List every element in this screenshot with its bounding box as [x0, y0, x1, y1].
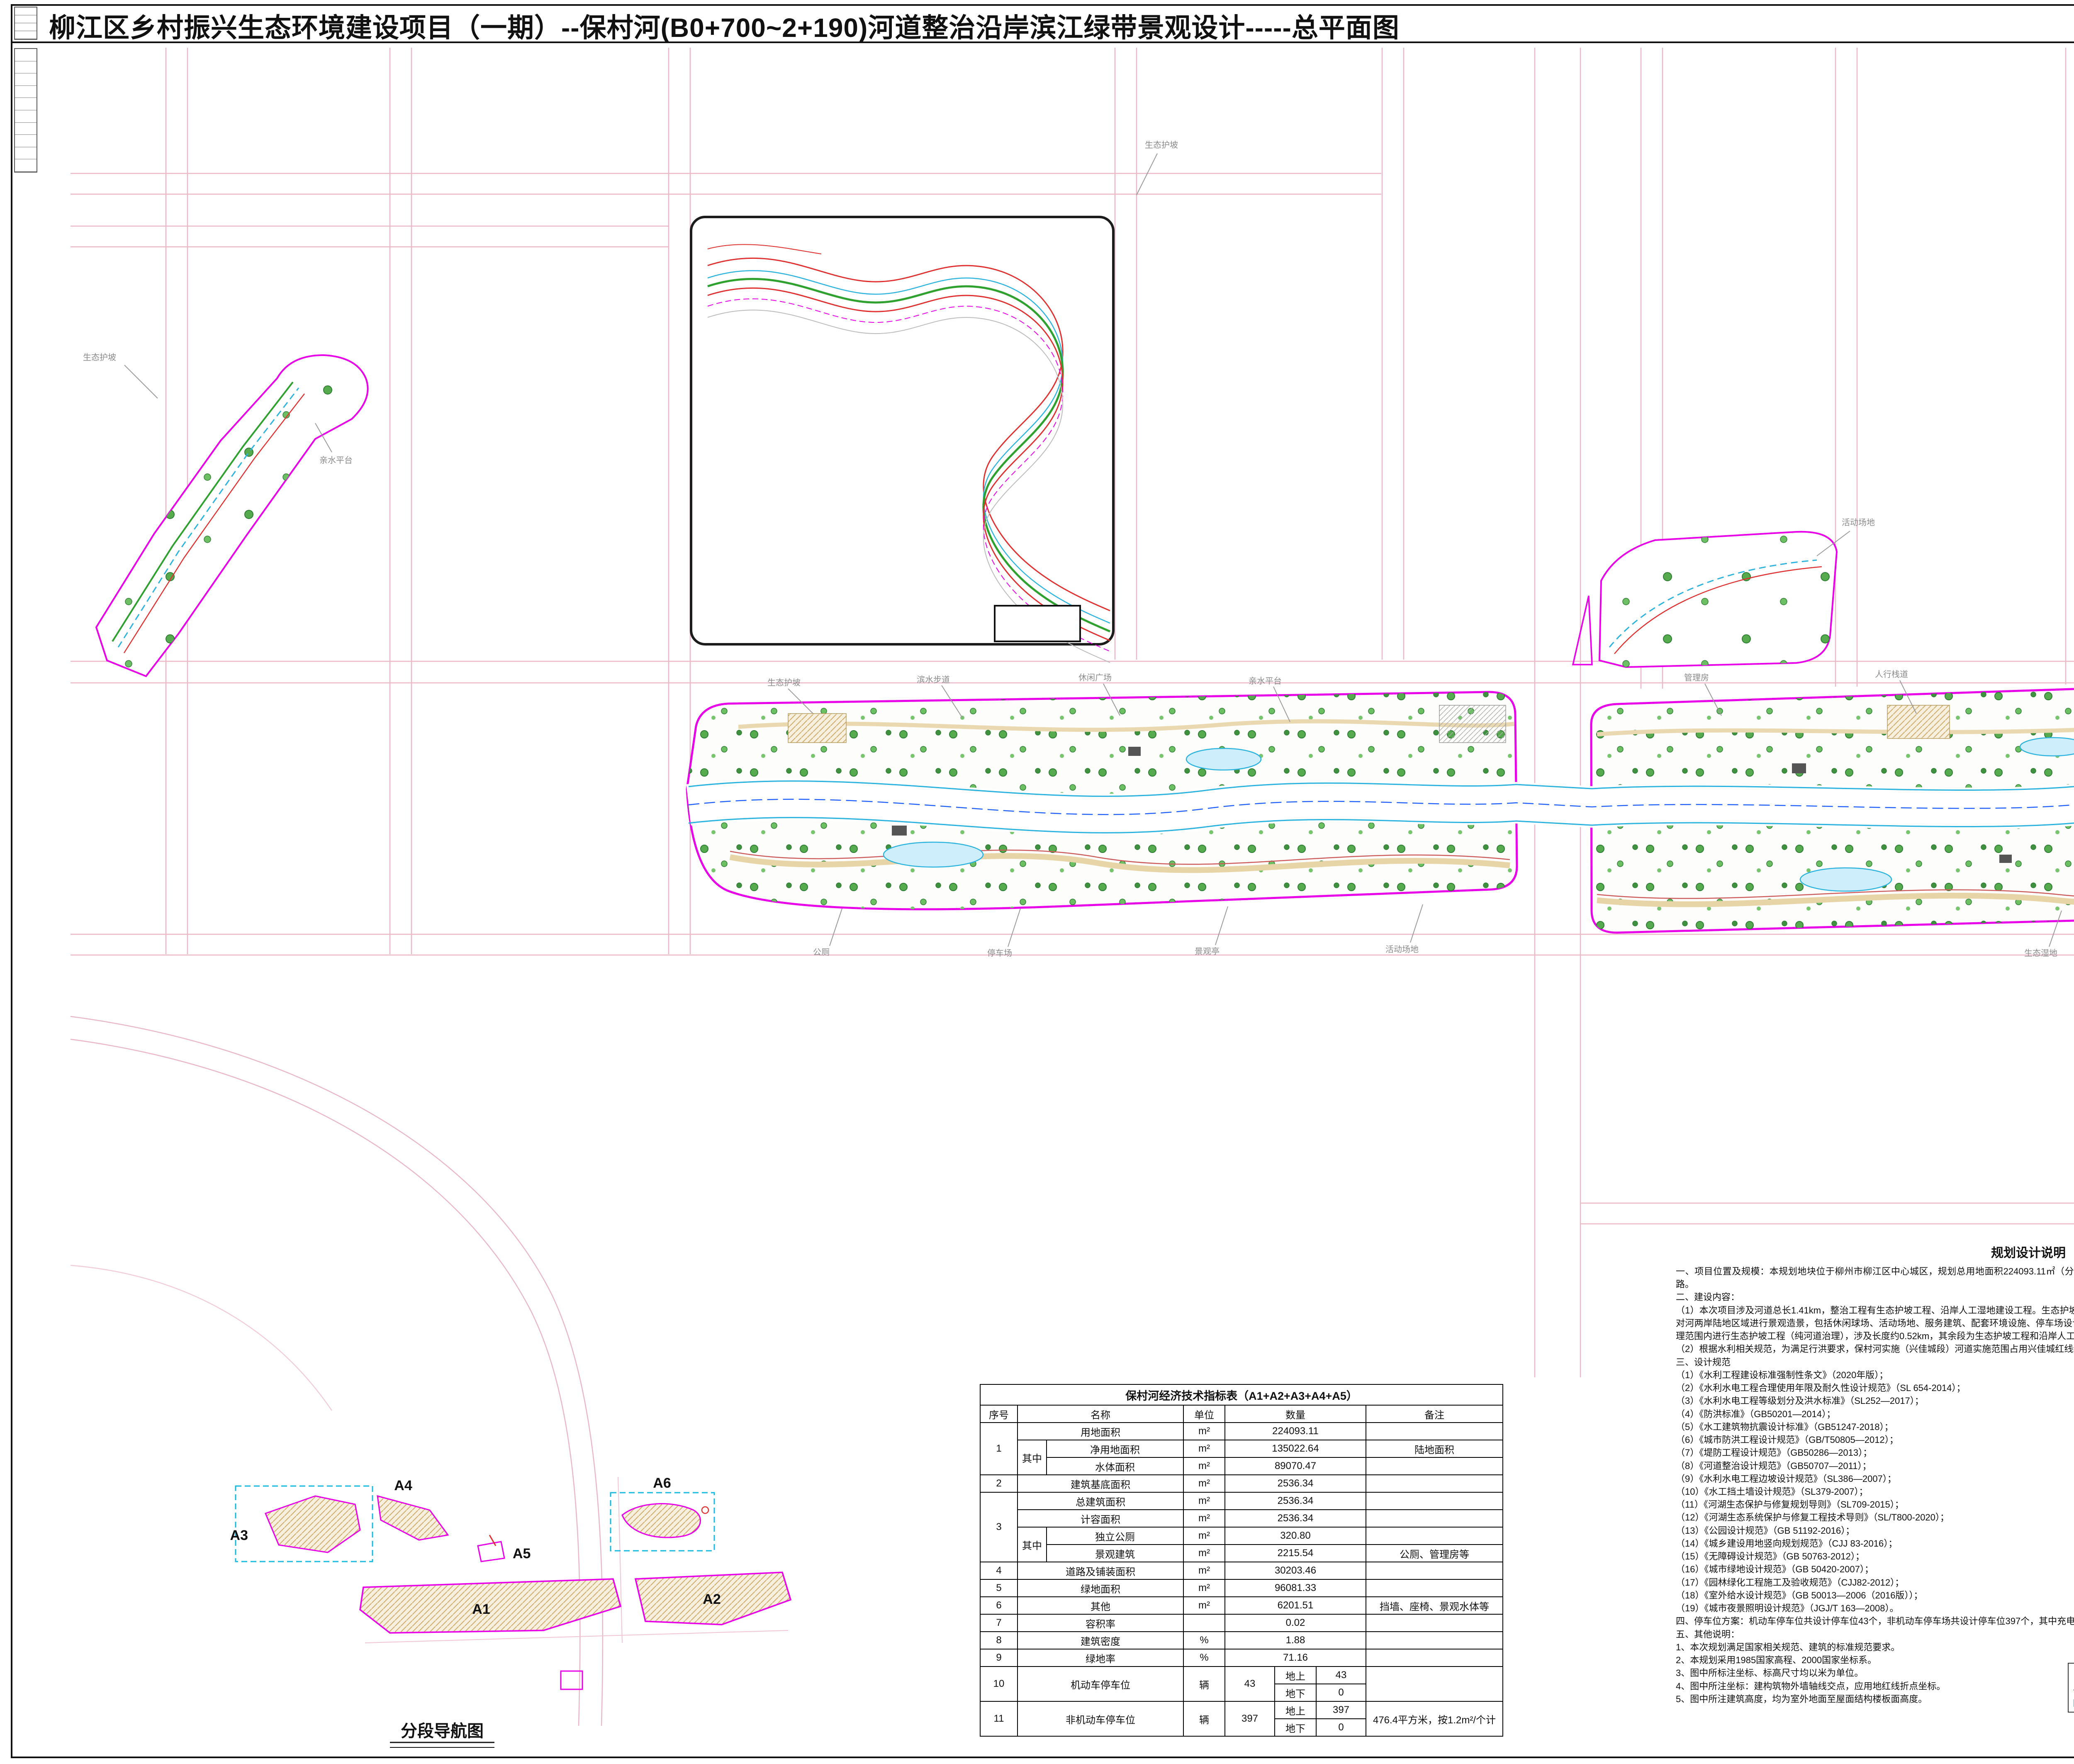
nav-label-a4: A4: [394, 1478, 412, 1494]
table-row: 2 建筑基底面积 m² 2536.34: [980, 1474, 1504, 1493]
svg-text:亲水平台: 亲水平台: [1249, 676, 1282, 686]
nav-label-a6: A6: [653, 1475, 671, 1491]
legend: 图例 用地红线 河道蓝线 绿化种植 园路铺装 景观水体 生态护坡 挡墙 景观建筑: [2068, 1663, 2074, 1713]
svg-text:公厕: 公厕: [813, 948, 830, 957]
nav-label-a3: A3: [230, 1528, 248, 1543]
upper-left-corridor: [95, 354, 369, 677]
svg-text:活动场地: 活动场地: [1385, 945, 1419, 954]
svg-text:生态护坡: 生态护坡: [83, 353, 116, 362]
walkways: [729, 719, 2074, 907]
nav-label-a2: A2: [703, 1591, 721, 1607]
svg-text:休闲广场: 休闲广场: [1078, 673, 1112, 682]
svg-text:生态护坡: 生态护坡: [1145, 140, 1178, 150]
channel-inset: [690, 216, 1115, 663]
svg-text:滨水步道: 滨水步道: [917, 675, 950, 685]
water-features: [883, 737, 2074, 892]
svg-text:生态湿地: 生态湿地: [2024, 948, 2057, 958]
table-row: 5 绿地面积 m² 96081.33: [980, 1579, 1504, 1597]
nav-label-a1: A1: [472, 1601, 490, 1617]
table-row: 地下 0: [980, 1684, 1503, 1702]
planning-notes-title: 规划设计说明: [1991, 1246, 2066, 1260]
table-row: 11 非机动车停车位 辆 397 地上 397 476.4平方米，按1.2m²/…: [980, 1701, 1504, 1737]
svg-text:生态护坡: 生态护坡: [767, 678, 801, 687]
svg-text:管理房: 管理房: [1684, 673, 1709, 682]
sheet-title: 柳江区乡村振兴生态环境建设项目（一期）--保村河(B0+700~2+190)河道…: [49, 13, 1400, 43]
svg-text:亲水平台: 亲水平台: [319, 456, 353, 465]
table-header-row: 序号 名称 单位 数量 备注: [980, 1405, 1504, 1423]
buildings: [892, 747, 2012, 863]
planning-notes-body: 一、项目位置及规模：本规划地块位于柳州市柳江区中心城区，规划总用地面积22409…: [1676, 1266, 2074, 1704]
table-row: 1 用地面积 m² 224093.11: [980, 1422, 1504, 1475]
upper-right-parcel: [1572, 531, 1838, 668]
revision-grid: [14, 48, 37, 173]
table-row: 10 机动车停车位 辆 43 地上 43: [980, 1666, 1504, 1702]
band-east: [1590, 688, 2074, 934]
table-row: 7 容积率 0.02: [980, 1614, 1504, 1632]
table-row: 3 总建筑面积 m² 2536.34: [980, 1492, 1504, 1562]
paving-patches: [788, 705, 1950, 743]
nav-label-a5: A5: [513, 1546, 531, 1562]
nav-map: A3 A4 A5 A6 A1 A2 分段导航图: [230, 1475, 792, 1748]
table-row: 4 道路及铺装面积 m² 30203.46: [980, 1562, 1504, 1580]
svg-text:停车场: 停车场: [987, 948, 1012, 958]
table-row: 计容面积 m² 2536.34: [980, 1509, 1504, 1528]
table-row: 水体面积 m² 89070.47: [980, 1457, 1504, 1475]
table-title-row: 保村河经济技术指标表（A1+A2+A3+A4+A5）: [979, 1384, 1504, 1406]
signature-grid: [14, 7, 37, 40]
indicator-table: 保村河经济技术指标表（A1+A2+A3+A4+A5） 序号 名称 单位 数量 备…: [979, 1384, 1504, 1737]
svg-text:活动场地: 活动场地: [1842, 518, 1875, 527]
planning-notes: 规划设计说明 一、项目位置及规模：本规划地块位于柳州市柳江区中心城区，规划总用地…: [1676, 1243, 2074, 1706]
svg-text:人行栈道: 人行栈道: [1875, 670, 1908, 679]
table-row: 地下 0: [980, 1718, 1503, 1737]
table-row: 9 绿地率 % 71.16: [980, 1649, 1504, 1667]
table-row: 其中 净用地面积 m² 135022.64 陆地面积: [980, 1440, 1504, 1475]
plan-annotations: 生态护坡 滨水步道 休闲广场 亲水平台 活动场地 景观亭 停车场 公厕 管理房 …: [83, 140, 2062, 958]
table-row: 8 建筑密度 % 1.88: [980, 1631, 1504, 1649]
nav-map-caption: 分段导航图: [401, 1722, 484, 1740]
table-row: 景观建筑 m² 2215.54 公厕、管理房等: [980, 1544, 1504, 1562]
title-band: [11, 4, 2074, 43]
table-row: 其中 独立公厕 m² 320.80: [980, 1527, 1504, 1562]
table-row: 6 其他 m² 6201.51 挡墙、座椅、景观水体等: [980, 1596, 1504, 1615]
svg-text:景观亭: 景观亭: [1195, 947, 1220, 956]
